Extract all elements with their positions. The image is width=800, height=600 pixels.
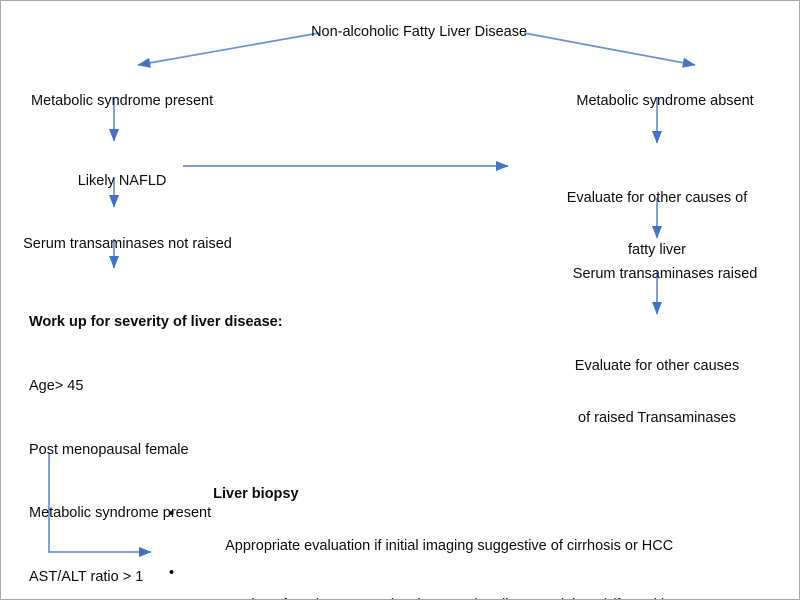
node-evaluate-other-causes-fatty-liver: Evaluate for other causes of fatty liver: [537, 156, 777, 293]
node-root: Non-alcoholic Fatty Liver Disease: [251, 7, 571, 58]
node-evaluate-other-causes-raised-transaminases: Evaluate for other causes of raised Tran…: [537, 324, 777, 461]
workup-heading: Work up for severity of liver disease:: [29, 313, 283, 330]
node-metabolic-syndrome-absent-label: Metabolic syndrome absent: [576, 93, 754, 110]
workup-item-1: Post menopausal female: [29, 441, 189, 458]
node-likely-nafld: Likely NAFLD: [54, 156, 174, 207]
node-liver-biopsy-label: Liver biopsy: [213, 486, 299, 503]
workup-item-3: AST/ALT ratio > 1: [29, 569, 144, 586]
node-evaluate-other-causes-raised-transaminases-line2: of raised Transaminases: [578, 409, 736, 426]
bullet-item-0: • Appropriate evaluation if initial imag…: [169, 506, 789, 570]
node-serum-transaminases-not-raised-label: Serum transaminases not raised: [23, 236, 232, 253]
node-metabolic-syndrome-present-label: Metabolic syndrome present: [30, 93, 214, 110]
node-metabolic-syndrome-absent: Metabolic syndrome absent: [557, 76, 757, 127]
node-metabolic-syndrome-present: Metabolic syndrome present: [14, 76, 214, 127]
node-liver-biopsy: Liver biopsy: [197, 469, 357, 520]
node-likely-nafld-label: Likely NAFLD: [77, 173, 167, 190]
node-evaluate-other-causes-raised-transaminases-line1: Evaluate for other causes: [574, 358, 740, 375]
bullet-item-0-text: Appropriate evaluation if initial imagin…: [225, 538, 674, 554]
bullet-marker-icon: •: [169, 565, 175, 581]
bullet-item-1: • Work up for other system involvement (…: [169, 565, 789, 599]
workup-item-2: Metabolic syndrome present: [29, 505, 212, 522]
workup-item-0: Age> 45: [29, 377, 84, 394]
node-serum-transaminases-raised-label: Serum transaminases raised: [572, 266, 758, 283]
node-serum-transaminases-raised: Serum transaminases raised: [542, 249, 772, 300]
workup-block: Work up for severity of liver disease: A…: [29, 269, 459, 599]
node-evaluate-other-causes-fatty-liver-line1: Evaluate for other causes of: [566, 190, 748, 207]
node-evaluate-other-causes-fatty-liver-line2: fatty liver: [627, 241, 686, 258]
node-root-label: Non-alcoholic Fatty Liver Disease: [311, 24, 528, 41]
bullet-item-1-text: Work up for other system involvement (ca…: [225, 597, 677, 599]
bullet-marker-icon: •: [169, 506, 175, 522]
node-serum-transaminases-not-raised: Serum transaminases not raised: [7, 219, 232, 270]
